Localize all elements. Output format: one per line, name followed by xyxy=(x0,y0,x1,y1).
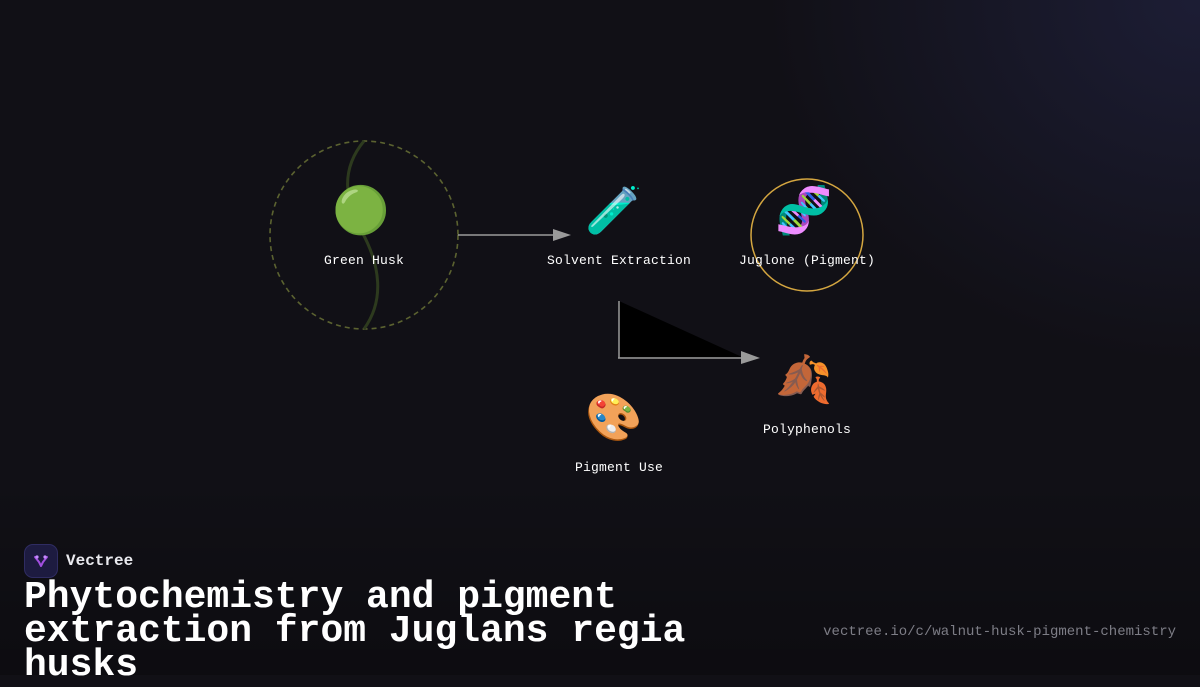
artist-palette-icon: 🎨 xyxy=(585,390,643,444)
node-label-polyphenols: Polyphenols xyxy=(762,422,852,437)
dna-icon: 🧬 xyxy=(775,183,833,237)
page-title: Phytochemistry and pigment extraction fr… xyxy=(24,576,686,687)
arrowhead-husk-to-extraction xyxy=(553,229,571,241)
vectree-logo-icon xyxy=(24,544,58,578)
brand-name: Vectree xyxy=(66,552,134,570)
node-label-green-husk: Green Husk xyxy=(323,253,405,268)
arrowhead-extraction-to-polyphenols xyxy=(741,351,760,364)
node-label-juglone: Juglone (Pigment) xyxy=(738,253,876,268)
node-label-solvent-extraction: Solvent Extraction xyxy=(546,253,692,268)
source-url: vectree.io/c/walnut-husk-pigment-chemist… xyxy=(823,624,1176,640)
node-label-pigment-use: Pigment Use xyxy=(574,460,664,475)
test-tube-icon: 🧪 xyxy=(585,183,643,237)
green-husk-seam xyxy=(346,140,380,330)
brand: Vectree xyxy=(24,544,133,578)
extraction-to-polyphenols-wedge xyxy=(619,301,742,357)
green-circle-icon: 🟢 xyxy=(332,183,390,237)
fallen-leaves-icon: 🍂 xyxy=(775,352,833,406)
juglone-ring xyxy=(750,178,864,292)
